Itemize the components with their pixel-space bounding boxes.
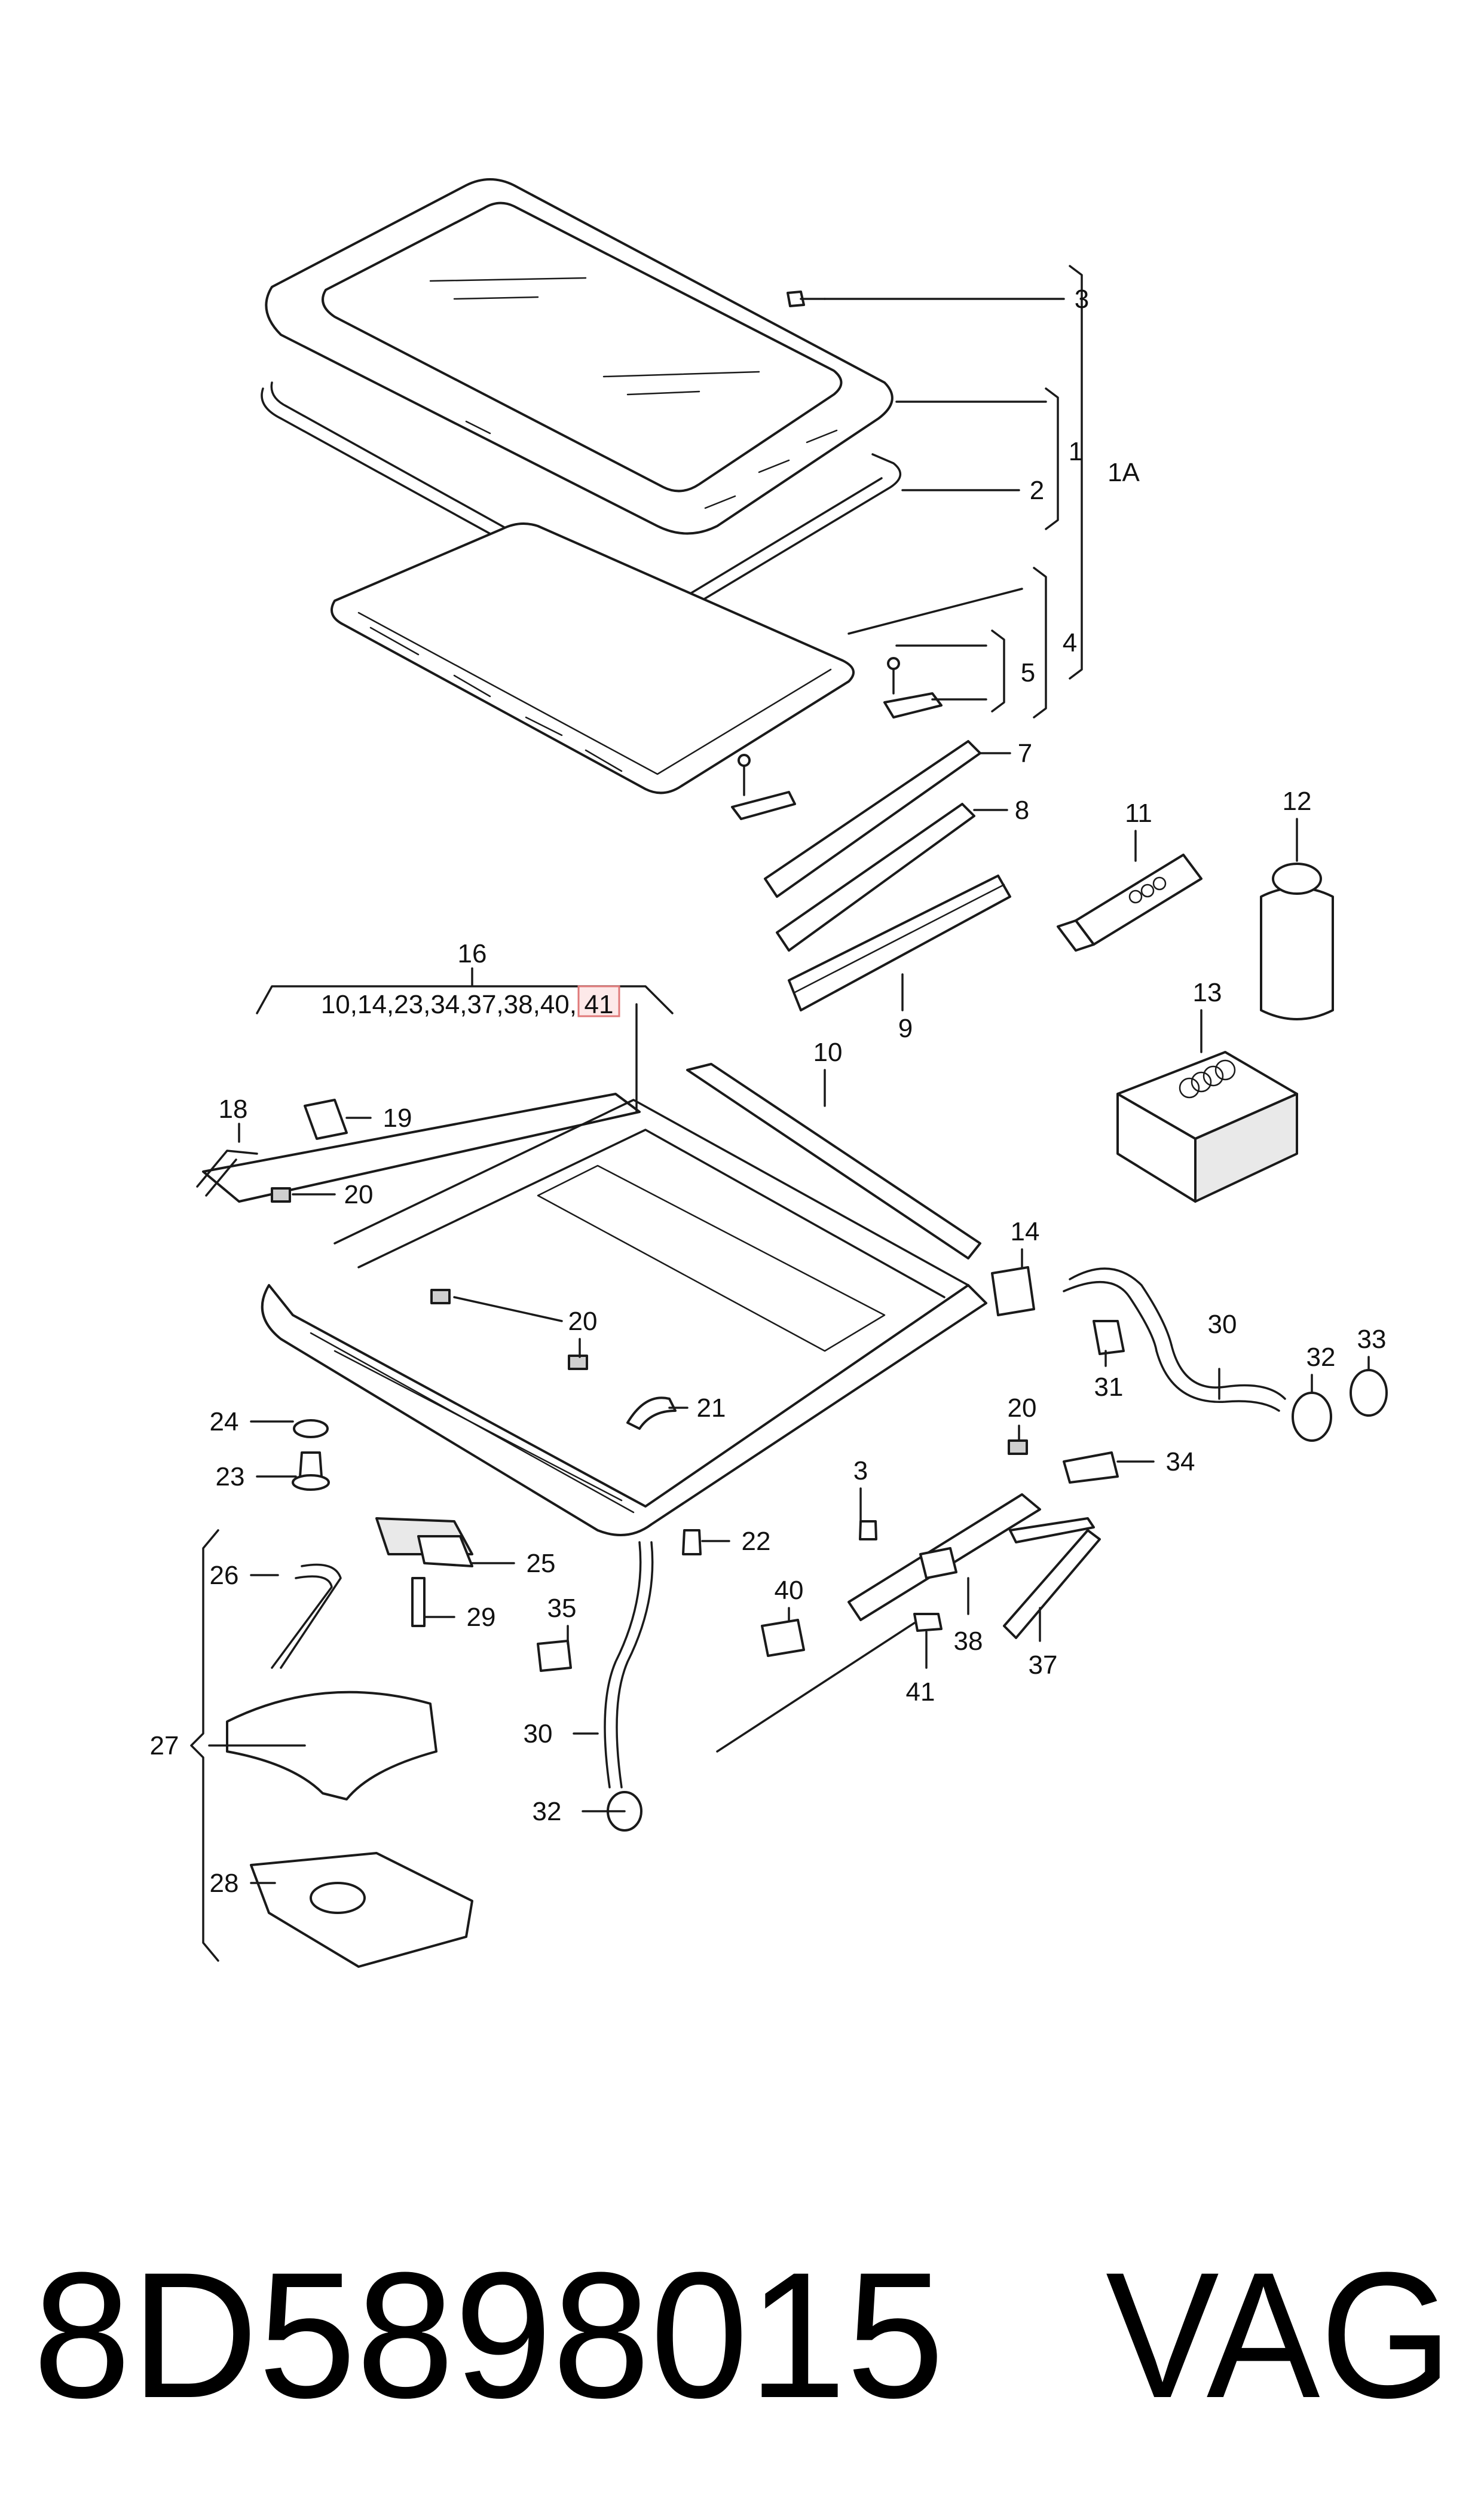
callout-41: 41 <box>906 1677 935 1707</box>
callout-33: 33 <box>1357 1325 1387 1354</box>
clips-part <box>731 657 943 820</box>
group-contents: 10,14,23,34,37,38,40, <box>321 990 577 1019</box>
glass-panel-part <box>265 178 894 535</box>
callout-30-b: 30 <box>524 1719 553 1748</box>
callout-29: 29 <box>467 1603 496 1632</box>
callout-32-b: 32 <box>533 1797 562 1826</box>
callout-37: 37 <box>1029 1650 1058 1680</box>
drain-hose-part <box>604 1541 654 1832</box>
mechanism-part <box>537 1451 1119 1753</box>
callout-20-b: 20 <box>568 1307 598 1336</box>
group-16-label: 16 10,14,23,34,37,38,40, 41 <box>321 939 620 1019</box>
footer: 8D5898015 VAG <box>33 2234 1452 2435</box>
callout-28: 28 <box>210 1869 239 1898</box>
callout-9: 9 <box>898 1014 913 1043</box>
highlight-box <box>577 985 620 1017</box>
callout-20-c: 20 <box>1008 1393 1037 1423</box>
callout-19: 19 <box>383 1103 412 1133</box>
adhesive-tube-part <box>1057 854 1203 952</box>
callout-26: 26 <box>210 1561 239 1590</box>
leader-lines <box>190 265 1370 1962</box>
callout-34: 34 <box>1166 1447 1195 1476</box>
callout-23: 23 <box>216 1462 245 1491</box>
callout-25: 25 <box>527 1549 556 1578</box>
box-part <box>1116 1051 1298 1203</box>
callout-35: 35 <box>547 1594 577 1623</box>
callout-2: 2 <box>1030 476 1044 505</box>
group-number: 16 <box>458 939 487 968</box>
callout-1: 1 <box>1069 437 1083 466</box>
callout-10: 10 <box>813 1038 843 1067</box>
callout-3: 3 <box>1075 285 1089 314</box>
callout-11: 11 <box>1125 799 1152 828</box>
callout-14: 14 <box>1011 1217 1040 1246</box>
callout-27: 27 <box>150 1731 179 1760</box>
callout-5: 5 <box>1021 658 1035 687</box>
callout-31: 31 <box>1094 1372 1124 1402</box>
callout-7: 7 <box>1018 739 1032 768</box>
small-pieces-part <box>196 1099 1028 1455</box>
callout-21: 21 <box>697 1393 726 1423</box>
callout-20-a: 20 <box>344 1180 374 1209</box>
main-frame-part <box>202 1063 987 1536</box>
callout-1A: 1A <box>1107 458 1140 487</box>
callout-8: 8 <box>1015 796 1029 825</box>
callout-4: 4 <box>1063 628 1077 658</box>
callout-30-a: 30 <box>1208 1310 1237 1339</box>
screw-part <box>787 291 826 307</box>
frame-part <box>331 522 855 794</box>
highlighted-part: 41 <box>585 990 614 1019</box>
hose-part <box>991 1266 1388 1442</box>
part-number: 8D5898015 <box>33 2234 944 2435</box>
callout-18: 18 <box>219 1095 248 1124</box>
bottle-part <box>1260 863 1334 1020</box>
callout-32-a: 32 <box>1306 1343 1336 1372</box>
callout-labels: 3 1 1A 2 4 5 7 8 9 11 12 13 10 18 19 20 … <box>150 285 1387 1898</box>
rails-part <box>764 740 1011 1011</box>
callout-24: 24 <box>210 1407 239 1436</box>
callout-40: 40 <box>775 1576 804 1605</box>
tools-part <box>226 1563 473 1968</box>
callout-12: 12 <box>1283 787 1312 816</box>
fasteners-part <box>292 1419 702 1627</box>
callout-38: 38 <box>954 1627 983 1656</box>
callout-22: 22 <box>742 1527 771 1556</box>
callout-3-b: 3 <box>853 1456 868 1485</box>
callout-13: 13 <box>1193 978 1222 1007</box>
brand-name: VAG <box>1106 2234 1452 2435</box>
